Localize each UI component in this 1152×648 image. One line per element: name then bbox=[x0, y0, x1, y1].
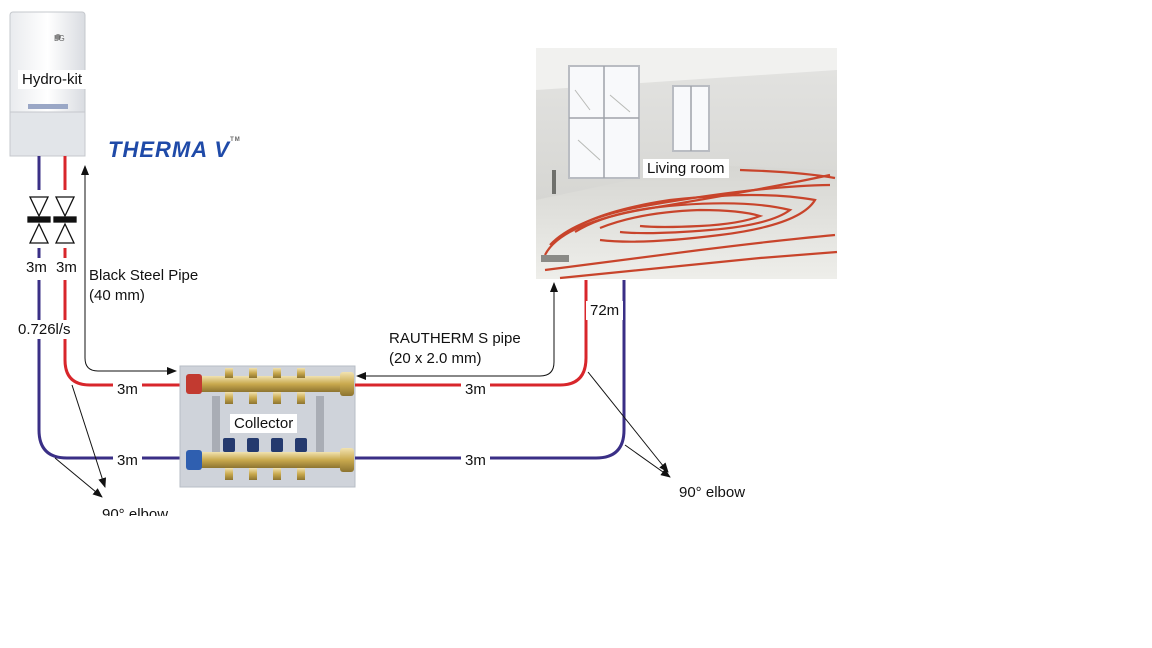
hydro-kit-label: Hydro-kit bbox=[18, 70, 86, 89]
elbow-label-left-clip: 90° elbow bbox=[0, 500, 862, 516]
black-steel-pipe-size: (40 mm) bbox=[89, 287, 145, 304]
brand-tm: TM bbox=[230, 137, 241, 143]
pipe-length-left-supply: 3m bbox=[52, 258, 81, 277]
return-length-left: 3m bbox=[113, 451, 142, 470]
collector-label: Collector bbox=[230, 414, 297, 433]
valve-icon bbox=[28, 197, 76, 243]
piping-diagram: LG Hydro-kit THERMA VTM 3m 3m Black Stee… bbox=[0, 0, 862, 516]
living-room-label: Living room bbox=[643, 159, 729, 178]
supply-length-left: 3m bbox=[113, 380, 142, 399]
black-steel-pipe-label: Black Steel Pipe bbox=[89, 267, 198, 284]
rautherm-pipe-size: (20 x 2.0 mm) bbox=[389, 350, 482, 367]
flow-rate-label: 0.726l/s bbox=[14, 320, 75, 339]
elbow-label-left: 90° elbow bbox=[102, 506, 168, 516]
pipe-length-left-return: 3m bbox=[22, 258, 51, 277]
supply-length-right: 3m bbox=[461, 380, 490, 399]
unit-logo: LG bbox=[54, 30, 65, 47]
brand-logo: THERMA VTM bbox=[108, 137, 241, 163]
return-length-right: 3m bbox=[461, 451, 490, 470]
loop-length-label: 72m bbox=[586, 301, 623, 320]
brand-name: THERMA V bbox=[108, 137, 230, 162]
rautherm-pipe-label: RAUTHERM S pipe bbox=[389, 330, 521, 347]
elbow-label-right: 90° elbow bbox=[679, 484, 745, 501]
diagram-canvas bbox=[0, 0, 862, 516]
